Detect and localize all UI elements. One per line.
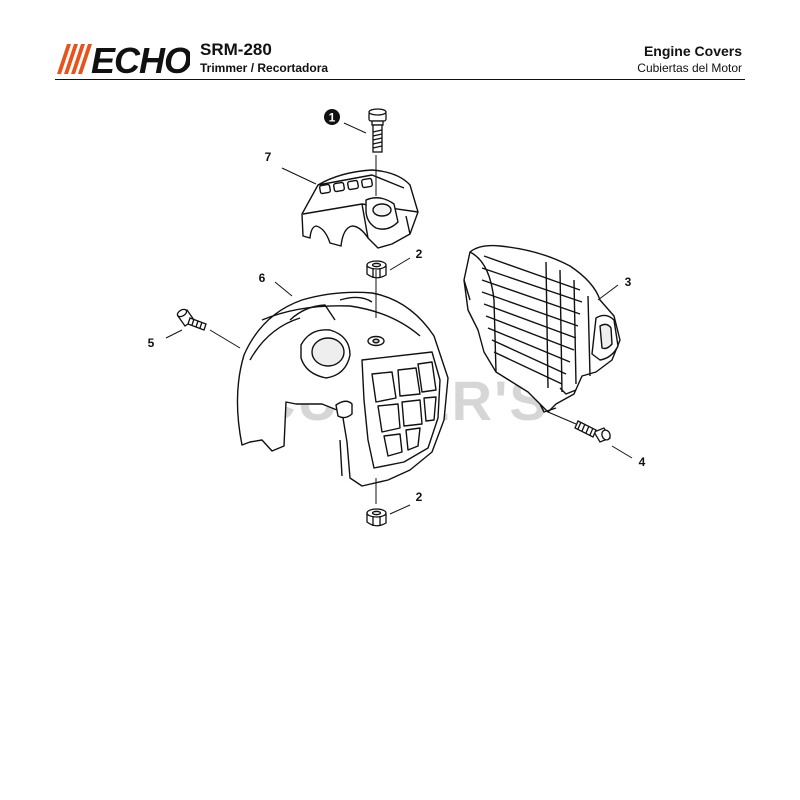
callout-7: 7 <box>265 150 272 164</box>
callout-2-lower: 2 <box>416 490 423 504</box>
callout-6: 6 <box>259 271 266 285</box>
section-title: Engine Covers <box>643 43 742 59</box>
logo-speed-lines <box>57 44 92 74</box>
part-6-engine-cover <box>236 291 449 487</box>
parts-diagram-svg: CUTTER'S <box>148 108 646 527</box>
parts-diagram: CUTTER'S <box>0 82 800 582</box>
callout-4: 4 <box>639 455 646 469</box>
part-1-bolt <box>368 108 387 153</box>
part-5-bolt <box>176 308 207 331</box>
callout-1: 1 <box>329 111 336 125</box>
part-3-cylinder-shroud <box>463 244 621 413</box>
part-2-nut-upper <box>366 260 387 279</box>
section-subtitle: Cubiertas del Motor <box>637 61 742 75</box>
leader-lines <box>165 122 633 515</box>
model-subtitle: Trimmer / Recortadora <box>200 61 329 75</box>
callout-3: 3 <box>625 275 632 289</box>
callouts: 1 7 2 3 6 5 4 2 <box>148 109 646 504</box>
part-7-top-cover <box>301 169 419 249</box>
callout-1-badge <box>324 109 340 125</box>
model-number: SRM-280 <box>200 40 272 59</box>
header-divider <box>55 79 745 80</box>
page-header: ECHO SRM-280 Trimmer / Recortadora Engin… <box>0 0 800 82</box>
part-4-bolt <box>574 420 611 443</box>
echo-logo-graphic: ECHO <box>57 42 190 76</box>
callout-2-upper: 2 <box>416 247 423 261</box>
part-2-nut-lower <box>366 508 387 527</box>
echo-logo: ECHO <box>55 42 190 76</box>
callout-5: 5 <box>148 336 155 350</box>
logo-wordmark: ECHO <box>91 42 190 76</box>
